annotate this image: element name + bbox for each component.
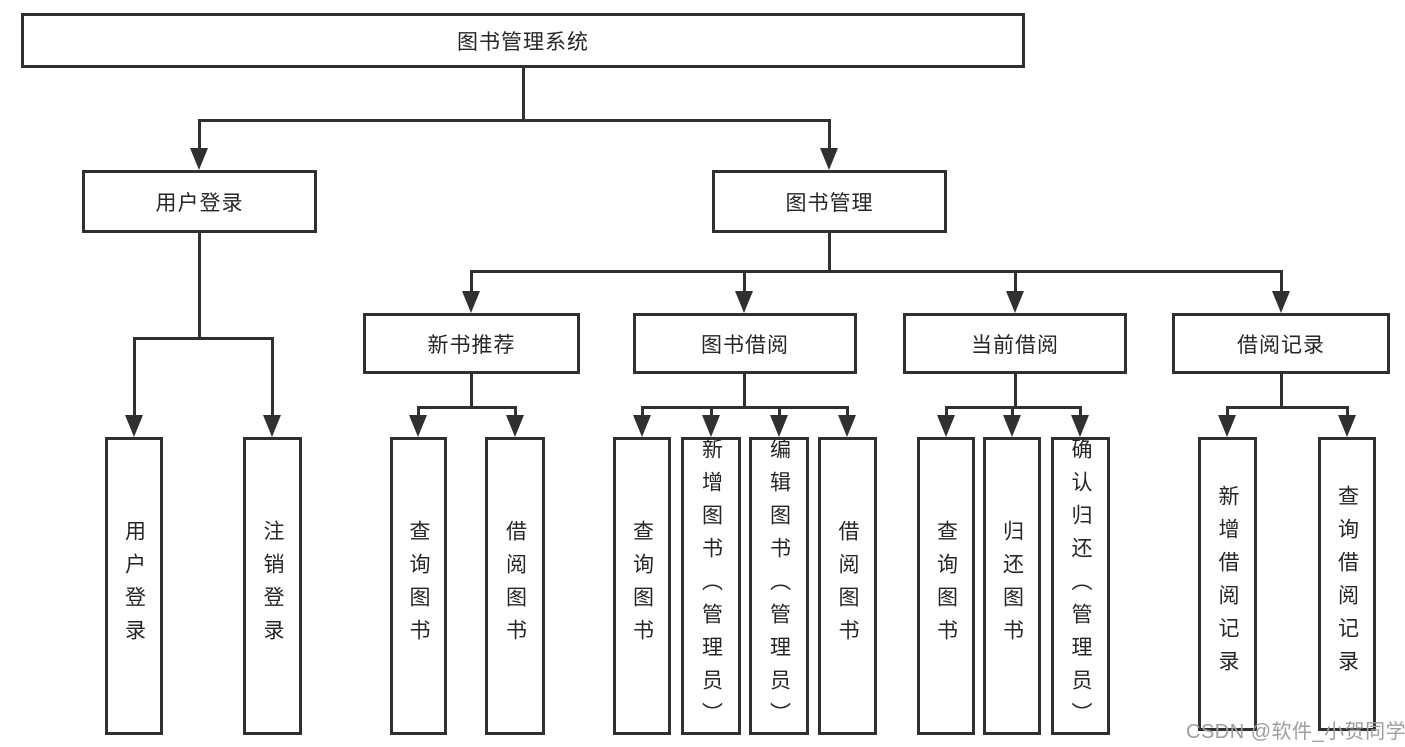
connector-line <box>1013 374 1017 406</box>
leaf-user-login-label: 用户登录 <box>122 520 146 652</box>
leaf-borrow-book-1-label: 借阅图书 <box>503 520 527 652</box>
arrowhead-down-icon <box>838 415 856 437</box>
connector-line <box>521 68 525 119</box>
connector-shaft <box>1225 406 1229 417</box>
node-root: 图书管理系统 <box>21 13 1025 68</box>
node-new-book-recommend-label: 新书推荐 <box>427 333 516 357</box>
arrowhead-down-icon <box>506 415 524 437</box>
connector-shaft <box>1078 406 1082 417</box>
leaf-query-book-3-label: 查询图书 <box>934 520 958 652</box>
connector-line <box>416 406 517 409</box>
node-book-borrow-label: 图书借阅 <box>701 333 789 357</box>
leaf-edit-book-admin: 编辑图书（管理员） <box>749 437 809 735</box>
leaf-return-book: 归还图书 <box>983 437 1041 735</box>
connector-shaft <box>1010 406 1014 417</box>
arrowhead-down-icon <box>1338 415 1356 437</box>
connector-line <box>1225 406 1349 409</box>
arrowhead-down-icon <box>735 291 753 313</box>
connector-shaft <box>1345 406 1349 417</box>
node-new-book-recommend: 新书推荐 <box>363 313 580 374</box>
csdn-watermark: CSDN @软件_小贺同学 <box>1186 721 1405 743</box>
node-book-borrow: 图书借阅 <box>633 313 857 374</box>
node-borrow-records-label: 借阅记录 <box>1237 333 1325 357</box>
connector-shaft <box>513 406 517 417</box>
leaf-query-borrow-record: 查询借阅记录 <box>1318 437 1376 731</box>
leaf-query-book-3: 查询图书 <box>917 437 975 735</box>
node-root-label: 图书管理系统 <box>457 30 589 54</box>
leaf-query-borrow-record-label: 查询借阅记录 <box>1335 485 1359 683</box>
arrowhead-down-icon <box>633 415 651 437</box>
connector-shaft <box>416 406 420 417</box>
leaf-borrow-book-2: 借阅图书 <box>818 437 877 735</box>
leaf-borrow-book-1: 借阅图书 <box>485 437 545 735</box>
arrowhead-down-icon <box>263 415 281 437</box>
leaf-add-book-admin-label: 新增图书（管理员） <box>699 437 723 735</box>
leaf-query-book-1-label: 查询图书 <box>407 520 430 652</box>
arrowhead-down-icon <box>937 415 955 437</box>
node-borrow-records: 借阅记录 <box>1172 313 1390 374</box>
arrowhead-down-icon <box>1071 415 1089 437</box>
node-user-login: 用户登录 <box>82 170 317 233</box>
node-current-borrow: 当前借阅 <box>903 313 1127 374</box>
node-book-management: 图书管理 <box>712 170 947 233</box>
leaf-add-borrow-record: 新增借阅记录 <box>1198 437 1257 731</box>
arrowhead-down-icon <box>1272 291 1290 313</box>
connector-line <box>197 233 201 337</box>
connector-shaft <box>640 406 644 417</box>
connector-line <box>1279 374 1283 406</box>
node-current-borrow-label: 当前借阅 <box>971 333 1059 357</box>
arrowhead-down-icon <box>1003 415 1021 437</box>
node-book-management-label: 图书管理 <box>785 191 874 215</box>
connector-shaft <box>132 337 136 417</box>
connector-shaft <box>270 337 274 417</box>
node-user-login-label: 用户登录 <box>155 191 244 215</box>
connector-shaft <box>1013 270 1017 293</box>
leaf-add-book-admin: 新增图书（管理员） <box>681 437 741 735</box>
leaf-confirm-return-admin: 确认归还（管理员） <box>1051 437 1110 735</box>
leaf-user-login: 用户登录 <box>105 437 163 735</box>
connector-line <box>827 233 831 270</box>
connector-line <box>197 119 831 122</box>
leaf-edit-book-admin-label: 编辑图书（管理员） <box>767 437 791 735</box>
arrowhead-down-icon <box>770 415 788 437</box>
arrowhead-down-icon <box>190 148 208 170</box>
connector-shaft <box>944 406 948 417</box>
connector-shaft <box>469 270 473 293</box>
connector-shaft <box>742 270 746 293</box>
arrowhead-down-icon <box>1006 291 1024 313</box>
leaf-confirm-return-admin-label: 确认归还（管理员） <box>1069 437 1092 735</box>
arrowhead-down-icon <box>820 148 838 170</box>
arrowhead-down-icon <box>125 415 143 437</box>
leaf-query-book-2: 查询图书 <box>613 437 671 735</box>
arrowhead-down-icon <box>1218 415 1236 437</box>
leaf-return-book-label: 归还图书 <box>1000 520 1024 652</box>
connector-line <box>469 270 1283 273</box>
leaf-query-book-1: 查询图书 <box>390 437 447 735</box>
arrowhead-down-icon <box>462 291 480 313</box>
connector-shaft <box>777 406 781 417</box>
connector-shaft <box>197 119 201 150</box>
connector-line <box>132 337 274 340</box>
connector-shaft <box>1279 270 1283 293</box>
connector-shaft <box>827 119 831 150</box>
leaf-query-book-2-label: 查询图书 <box>630 520 654 652</box>
connector-shaft <box>709 406 713 417</box>
leaf-logout-login: 注销登录 <box>243 437 302 735</box>
leaf-borrow-book-2-label: 借阅图书 <box>836 520 859 652</box>
leaf-logout-login-label: 注销登录 <box>261 520 284 652</box>
connector-line <box>640 406 849 409</box>
leaf-add-borrow-record-label: 新增借阅记录 <box>1216 485 1239 683</box>
arrowhead-down-icon <box>409 415 427 437</box>
connector-shaft <box>845 406 849 417</box>
connector-line <box>469 374 473 406</box>
connector-line <box>742 374 746 406</box>
arrowhead-down-icon <box>702 415 720 437</box>
